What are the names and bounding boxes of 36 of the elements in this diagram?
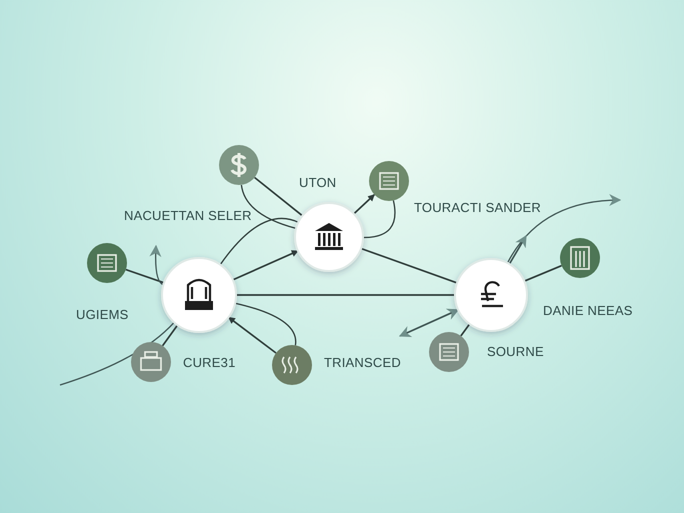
cash-register-icon [131,342,171,382]
connector-line [524,264,562,282]
document-icon [87,243,127,283]
connector-line [254,176,304,216]
node-caption: TRIANSCED [324,355,401,370]
arrow [398,308,460,338]
document-icon [429,332,469,372]
arrow [228,316,277,354]
document-icon [369,161,409,201]
arrow [353,194,375,214]
node-caption: DANIE NEEAS [543,303,633,318]
pound-icon [454,258,528,332]
node-caption: TOURACTI SANDER [414,200,541,215]
node-caption: UTON [299,175,336,190]
connector-line [360,248,458,284]
arrow [150,244,164,286]
building-icon [560,238,600,278]
node-caption: SOURNE [487,344,544,359]
arrow [508,234,527,264]
connector-line [126,268,164,284]
dollar-icon [219,145,259,185]
arrow [232,250,299,281]
node-caption: CURE31 [183,355,236,370]
connector-line [236,294,455,296]
connector-line [240,184,296,230]
node-caption: UGIEMS [76,307,128,322]
bank-icon [294,202,364,272]
storefront-icon [161,257,237,333]
connector-line [162,324,178,346]
node-caption: NACUETTAN SELER [124,208,252,223]
arrow [506,194,622,264]
connector-line [460,324,470,336]
connector-line [362,200,396,238]
wave-icon [272,345,312,385]
connector-line [234,302,296,346]
connector-line [220,218,299,266]
